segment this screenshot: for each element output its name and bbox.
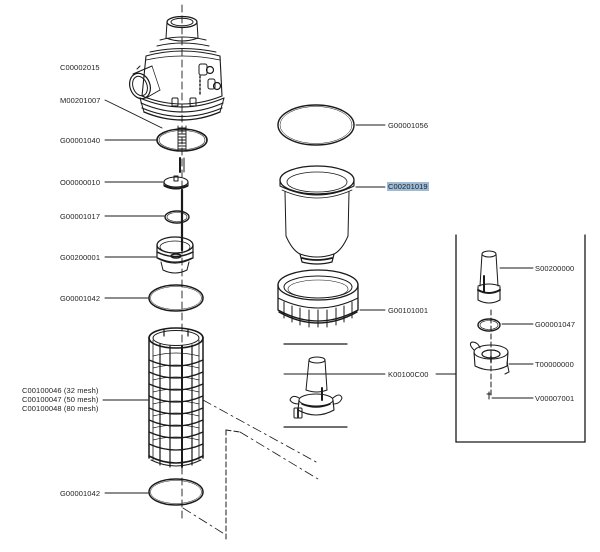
label-oring-4: G00001042 bbox=[60, 489, 101, 498]
mesh-screen-drawing bbox=[148, 327, 204, 468]
label-bowl-oring: G00001056 bbox=[388, 121, 429, 130]
label-screen-80-mesh: C00100048 (80 mesh) bbox=[22, 404, 99, 413]
label-tap-body: T00000000 bbox=[535, 360, 574, 369]
label-screen-32-mesh: C00100046 (32 mesh) bbox=[22, 386, 99, 395]
tap-body-drawing bbox=[469, 341, 510, 375]
bowl-oring-drawing bbox=[277, 104, 355, 146]
oring-1-drawing bbox=[156, 128, 208, 152]
disc-drawing bbox=[163, 175, 189, 190]
kit-oring-drawing bbox=[477, 318, 501, 332]
screw-drawing bbox=[486, 391, 492, 400]
label-oring-2: G00001017 bbox=[60, 212, 101, 221]
label-oring-3: G00001042 bbox=[60, 294, 101, 303]
label-disc: O00000010 bbox=[60, 178, 101, 187]
support-drawing bbox=[156, 236, 194, 274]
ring-nut-drawing bbox=[277, 269, 359, 328]
label-ring-nut: G00101001 bbox=[388, 306, 429, 315]
label-oring-1: G00001040 bbox=[60, 136, 101, 145]
label-spring: M00201007 bbox=[60, 96, 101, 105]
spout-drawing bbox=[477, 250, 501, 304]
oring-2-drawing bbox=[164, 210, 190, 224]
label-filter-head: C00002015 bbox=[60, 63, 100, 72]
oring-3-drawing bbox=[148, 284, 204, 312]
spring-drawing bbox=[177, 125, 187, 173]
label-kit-oring: G00001047 bbox=[535, 320, 576, 329]
label-spout: S00200000 bbox=[535, 264, 575, 273]
assembly-guide-lines bbox=[182, 399, 319, 536]
filter-head-drawing bbox=[129, 15, 225, 121]
drain-kit-drawing bbox=[289, 356, 343, 419]
oring-4-drawing bbox=[148, 478, 204, 506]
leader-lines bbox=[102, 99, 534, 494]
label-screen-50-mesh: C00100047 (50 mesh) bbox=[22, 395, 99, 404]
label-screw: V00007001 bbox=[535, 394, 575, 403]
label-bowl-highlighted[interactable]: C00201019 bbox=[387, 182, 429, 191]
bowl-drawing bbox=[279, 165, 355, 265]
detail-box bbox=[455, 234, 586, 443]
label-support: G00200001 bbox=[60, 253, 101, 262]
label-drain-kit: K00100C00 bbox=[388, 370, 429, 379]
assembly-guide-corner bbox=[225, 429, 241, 541]
